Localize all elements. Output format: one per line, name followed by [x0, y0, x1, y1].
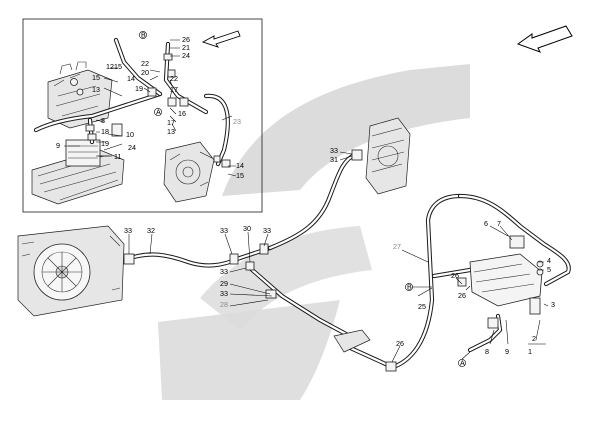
label-27: 27 — [393, 242, 401, 251]
callout-a-inset: A — [156, 108, 161, 117]
label-19a: 19 — [135, 84, 143, 93]
label-26-b: 26 — [451, 271, 459, 280]
inset-hoses — [33, 37, 230, 167]
label-24-inset-b: 24 — [128, 143, 136, 152]
callout-b-inset: B — [141, 31, 146, 40]
label-29: 29 — [220, 279, 228, 288]
label-31: 31 — [330, 155, 338, 164]
radiator-upper — [365, 117, 411, 195]
label-1: 1 — [528, 347, 532, 356]
label-9-main: 9 — [505, 347, 509, 356]
main-leaders — [128, 151, 549, 363]
label-13a: 13 — [92, 85, 100, 94]
callout-b-main: B — [407, 283, 412, 292]
label-12: 12 — [106, 62, 114, 71]
callout-circle-icon — [405, 283, 471, 367]
direction-arrow-icon — [516, 25, 573, 53]
label-28: 28 — [220, 300, 228, 309]
label-5: 5 — [547, 265, 551, 274]
label-22b: 22 — [170, 74, 178, 83]
label-32: 32 — [147, 226, 155, 235]
label-24-inset: 24 — [182, 51, 190, 60]
label-10: 10 — [126, 130, 134, 139]
label-17b: 17 — [167, 118, 175, 127]
label-4: 4 — [547, 256, 551, 265]
label-16: 16 — [178, 109, 186, 118]
label-20: 20 — [141, 68, 149, 77]
callout-circle-icon — [139, 31, 162, 116]
exchanger-block — [31, 139, 125, 205]
label-33-c: 33 — [263, 226, 271, 235]
label-25: 25 — [418, 302, 426, 311]
label-30: 30 — [243, 224, 251, 233]
direction-arrow-icon — [201, 30, 241, 48]
label-17a: 17 — [170, 85, 178, 94]
expansion-tank — [457, 235, 544, 329]
label-3: 3 — [551, 300, 555, 309]
label-26-inset: 26 — [182, 35, 190, 44]
label-23: 23 — [233, 117, 241, 126]
label-14b: 14 — [236, 161, 244, 170]
label-15a: 15 — [114, 62, 122, 71]
label-8: 8 — [101, 116, 105, 125]
label-11: 11 — [114, 152, 121, 161]
main-hoses — [127, 151, 571, 371]
label-14a: 14 — [127, 74, 135, 83]
pump-housing-sketch — [163, 141, 215, 203]
label-8-main: 8 — [485, 347, 489, 356]
label-22a: 22 — [141, 59, 149, 68]
label-15b: 15 — [92, 73, 100, 82]
label-2: 2 — [532, 334, 536, 343]
label-13b: 13 — [167, 127, 175, 136]
label-33-f: 33 — [330, 146, 338, 155]
callout-a-main: A — [460, 359, 465, 368]
label-18: 18 — [101, 127, 109, 136]
label-7: 7 — [497, 219, 501, 228]
hose-fittings — [123, 149, 397, 372]
label-26-d: 26 — [396, 339, 404, 348]
label-33-e: 33 — [220, 289, 228, 298]
label-33-b: 33 — [220, 226, 228, 235]
label-26-c: 26 — [458, 291, 466, 300]
label-33-a: 33 — [124, 226, 132, 235]
label-19b: 19 — [101, 139, 109, 148]
label-9: 9 — [56, 141, 60, 150]
label-33-d: 33 — [220, 267, 228, 276]
label-6: 6 — [484, 219, 488, 228]
watermark-logo — [158, 64, 470, 400]
label-21: 21 — [182, 43, 190, 52]
label-15c: 15 — [236, 171, 244, 180]
inset-panel: B A 26 21 24 22 20 22 12 15 15 14 13 19 … — [22, 18, 263, 213]
inset-fittings — [70, 53, 231, 168]
radiator-left — [17, 225, 125, 317]
inset-leaders — [64, 39, 237, 177]
